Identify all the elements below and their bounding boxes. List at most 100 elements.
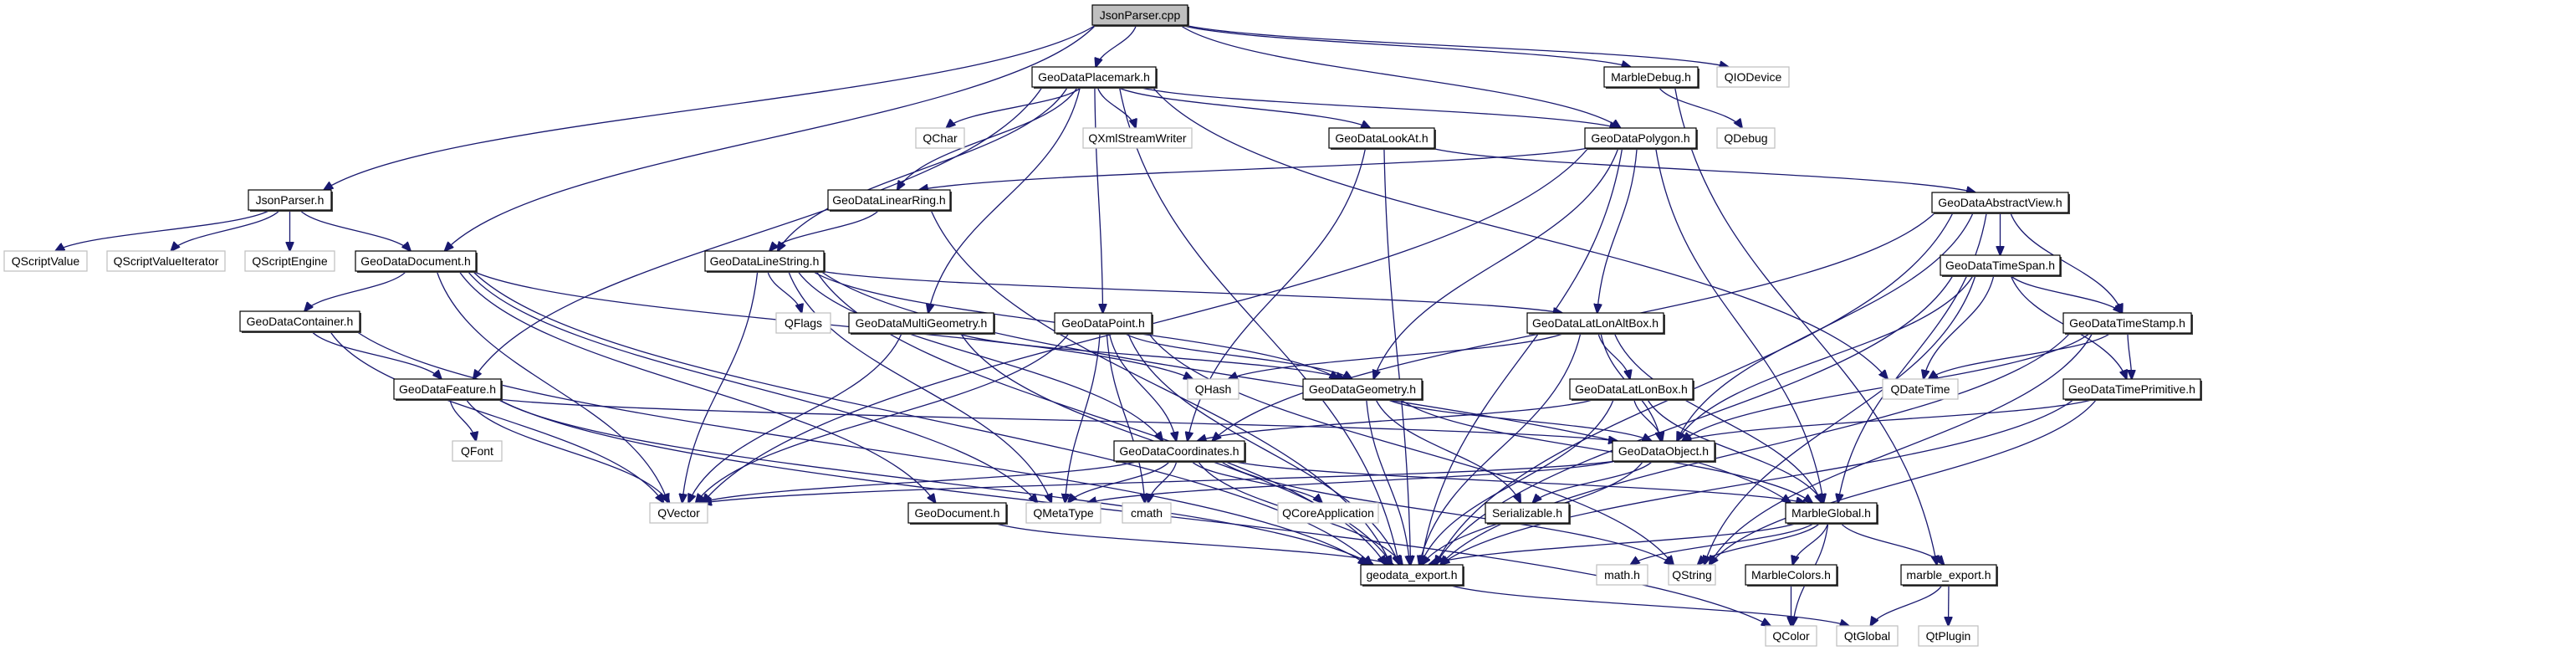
edge-geodatapoint-h-to-qmetatype xyxy=(1065,332,1101,503)
edge-geodataobject-h-to-qvector xyxy=(703,460,1617,503)
node-qfont[interactable]: QFont xyxy=(452,440,503,462)
node-geodatatimespan-h[interactable]: GeoDataTimeSpan.h xyxy=(1940,254,2062,277)
edge-geodatatimestamp-h-to-geodata-export-h xyxy=(1440,332,2071,565)
node-box xyxy=(1031,66,1157,88)
node-jsonparser-h[interactable]: JsonParser.h xyxy=(248,189,333,212)
edge-marbleglobal-h-to-marblecolors-h xyxy=(1792,522,1829,565)
node-box xyxy=(1122,502,1172,524)
node-geodatamultigeometry-h[interactable]: GeoDataMultiGeometry.h xyxy=(848,312,995,335)
node-label: GeoDataObject.h xyxy=(1618,444,1709,458)
node-label: GeoDataDocument.h xyxy=(360,254,471,268)
node-label: GeoDataLatLonBox.h xyxy=(1575,382,1688,396)
edge-geodatapolygon-h-to-geodatalinearring-h xyxy=(919,147,1589,190)
node-geodatalinearring-h[interactable]: GeoDataLinearRing.h xyxy=(827,189,952,212)
node-geodatadocument-h[interactable]: GeoDataDocument.h xyxy=(355,250,478,273)
node-box xyxy=(248,189,332,211)
node-qflags[interactable]: QFlags xyxy=(775,312,831,334)
node-cmath[interactable]: cmath xyxy=(1122,502,1172,524)
node-qiodevice[interactable]: QIODevice xyxy=(1716,66,1790,88)
node-box xyxy=(1187,378,1239,400)
node-marbledebug-h[interactable]: MarbleDebug.h xyxy=(1603,66,1699,89)
node-box xyxy=(1918,625,1979,647)
node-geodatalinestring-h[interactable]: GeoDataLineString.h xyxy=(704,250,825,273)
node-qstring[interactable]: QString xyxy=(1668,564,1716,586)
edge-geodatapoint-h-to-qvector xyxy=(696,332,1070,503)
node-qchar[interactable]: QChar xyxy=(915,127,965,149)
node-qdebug[interactable]: QDebug xyxy=(1716,127,1776,149)
node-qvector[interactable]: QVector xyxy=(649,502,708,524)
node-qscriptvalueiterator[interactable]: QScriptValueIterator xyxy=(106,250,226,272)
node-box xyxy=(1082,127,1193,149)
node-box xyxy=(1328,127,1435,149)
edge-geodatalatlonbox-h-to-geodataobject-h xyxy=(1633,398,1663,441)
node-geodatafeature-h[interactable]: GeoDataFeature.h xyxy=(393,378,503,401)
edge-geodatatimeprimitive-h-to-qstring xyxy=(1710,398,2098,565)
edge-geodatacontainer-h-to-qvector xyxy=(330,331,664,503)
node-box xyxy=(1054,312,1153,334)
edge-geodataplacemark-h-to-geodatafeature-h xyxy=(473,86,1043,379)
node-geodataplacemark-h[interactable]: GeoDataPlacemark.h xyxy=(1031,66,1158,89)
node-geodatacontainer-h[interactable]: GeoDataContainer.h xyxy=(239,310,361,333)
node-qdatetime[interactable]: QDateTime xyxy=(1882,378,1959,400)
node-box xyxy=(1302,378,1423,400)
edge-geodatapoint-h-to-cmath xyxy=(1106,332,1145,503)
edge-geodatageometry-h-to-geodata-export-h xyxy=(1366,398,1410,565)
node-geodatatimeprimitive-h[interactable]: GeoDataTimePrimitive.h xyxy=(2062,378,2202,401)
node-geodatapolygon-h[interactable]: GeoDataPolygon.h xyxy=(1584,127,1698,150)
edge-geodatageometry-h-to-geodataobject-h xyxy=(1386,398,1652,441)
node-serializable-h[interactable]: Serializable.h xyxy=(1485,502,1571,525)
edge-geodatalinestring-h-to-qvector xyxy=(682,270,759,503)
node-math-h[interactable]: math.h xyxy=(1596,564,1648,586)
node-label: QColor xyxy=(1772,629,1810,643)
node-qcolor[interactable]: QColor xyxy=(1765,625,1817,647)
node-label: GeoDataGeometry.h xyxy=(1309,382,1416,396)
node-label: QScriptValueIterator xyxy=(114,254,219,268)
node-qtglobal[interactable]: QtGlobal xyxy=(1836,625,1899,647)
node-qhash[interactable]: QHash xyxy=(1187,378,1239,400)
node-geodatalatlonaltbox-h[interactable]: GeoDataLatLonAltBox.h xyxy=(1526,312,1665,335)
edge-geodatacoordinates-h-to-qmetatype xyxy=(1068,460,1171,503)
edge-jsonparser-cpp-to-marbledebug-h xyxy=(1180,24,1631,67)
node-geodataobject-h[interactable]: GeoDataObject.h xyxy=(1612,440,1716,463)
node-marble-export-h[interactable]: marble_export.h xyxy=(1900,564,1998,587)
edge-geodatatimespan-h-to-geodataobject-h xyxy=(1677,274,1974,441)
node-geodocument-h[interactable]: GeoDocument.h xyxy=(907,502,1008,525)
node-geodatalatlonbox-h[interactable]: GeoDataLatLonBox.h xyxy=(1569,378,1694,401)
node-qscriptengine[interactable]: QScriptEngine xyxy=(244,250,335,272)
node-label: GeoDataFeature.h xyxy=(399,382,496,396)
node-qscriptvalue[interactable]: QScriptValue xyxy=(3,250,88,272)
node-label: GeoDataLatLonAltBox.h xyxy=(1532,316,1659,330)
node-label: JsonParser.cpp xyxy=(1100,8,1181,22)
edge-geodatadocument-h-to-geodocument-h xyxy=(458,270,936,503)
node-box xyxy=(239,310,360,332)
node-geodatacoordinates-h[interactable]: GeoDataCoordinates.h xyxy=(1113,440,1246,463)
node-box xyxy=(1526,312,1664,334)
edge-geodatadocument-h-to-qvector xyxy=(436,270,668,503)
node-box xyxy=(827,189,951,211)
node-marbleglobal-h[interactable]: MarbleGlobal.h xyxy=(1785,502,1878,525)
edge-geodataplacemark-h-to-geodata-export-h xyxy=(1118,86,1398,565)
node-label: QtGlobal xyxy=(1844,629,1890,643)
node-box xyxy=(1668,564,1716,586)
node-geodatapoint-h[interactable]: GeoDataPoint.h xyxy=(1054,312,1153,335)
node-geodataabstractview-h[interactable]: GeoDataAbstractView.h xyxy=(1931,192,2070,214)
node-geodatageometry-h[interactable]: GeoDataGeometry.h xyxy=(1302,378,1423,401)
node-label: QDateTime xyxy=(1890,382,1950,396)
node-qmetatype[interactable]: QMetaType xyxy=(1025,502,1101,524)
node-jsonparser-cpp[interactable]: JsonParser.cpp xyxy=(1091,4,1189,27)
edge-marbleglobal-h-to-marble-export-h xyxy=(1840,522,1945,565)
node-label: GeoDataTimePrimitive.h xyxy=(2068,382,2195,396)
node-qtplugin[interactable]: QtPlugin xyxy=(1918,625,1979,647)
node-qxmlstreamwriter[interactable]: QXmlStreamWriter xyxy=(1082,127,1193,149)
node-geodatalookat-h[interactable]: GeoDataLookAt.h xyxy=(1328,127,1436,150)
node-label: QtPlugin xyxy=(1926,629,1971,643)
node-geodata-export-h[interactable]: geodata_export.h xyxy=(1360,564,1464,587)
node-qcoreapplication[interactable]: QCoreApplication xyxy=(1277,502,1379,524)
edge-geodatatimespan-h-to-qstring xyxy=(1705,274,1976,565)
edge-geodatadocument-h-to-geodatacontainer-h xyxy=(304,270,407,311)
edge-geodataplacemark-h-to-geodatapolygon-h xyxy=(1137,86,1618,128)
node-label: QHash xyxy=(1195,382,1232,396)
node-box xyxy=(1940,254,2061,276)
node-marblecolors-h[interactable]: MarbleColors.h xyxy=(1745,564,1838,587)
node-geodatatimestamp-h[interactable]: GeoDataTimeStamp.h xyxy=(2062,312,2193,335)
